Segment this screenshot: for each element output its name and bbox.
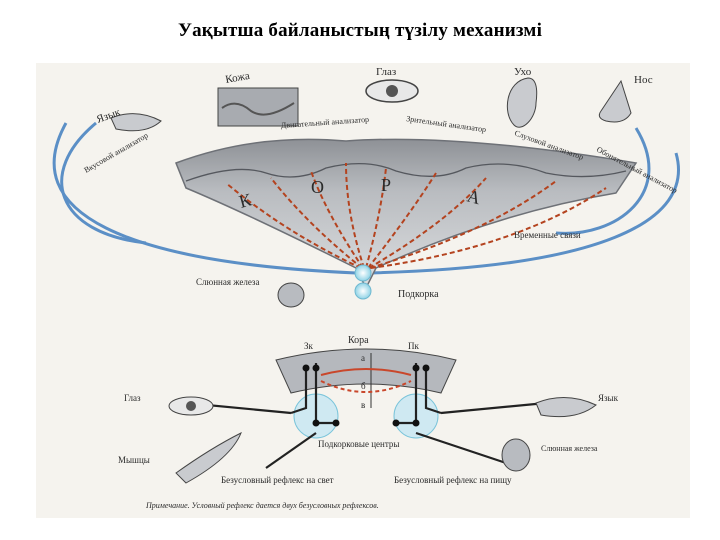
bottom-cortex-band	[275, 348, 457, 394]
skin-image	[217, 87, 299, 127]
nose-icon	[598, 79, 632, 123]
label-salivary: Слюнная железа	[196, 277, 259, 287]
bottom-label-subcortical: Подкорковые центры	[318, 439, 399, 449]
bottom-label-tongue: Язык	[598, 393, 619, 403]
cortex-letter-a: А	[465, 186, 483, 209]
blue-arc-right	[365, 152, 680, 275]
bottom-label-muscle: Мышцы	[118, 455, 150, 465]
neuron-dots	[302, 364, 430, 427]
bottom-label-reflex-light: Безусловный рефлекс на свет	[221, 475, 334, 485]
tongue-icon	[110, 113, 162, 132]
label-taste: Вкусовой анализатор	[83, 131, 150, 175]
bottom-label-reflex-food: Безусловный рефлекс на пищу	[394, 475, 512, 485]
conditioned-reflex-diagram: К О Р А Кожа Глаз Ухо Нос Язык Двигатель…	[36, 63, 690, 518]
cortex-letter-r: Р	[381, 175, 391, 195]
label-temporary-links: Временные связи	[514, 230, 581, 240]
bottom-label-a: а	[361, 353, 365, 363]
blue-arc-left	[52, 122, 357, 275]
bottom-tongue-icon	[535, 397, 597, 418]
bottom-label-zk: Зк	[304, 341, 314, 351]
blue-arc-right2	[555, 127, 651, 235]
bottom-label-pk: Пк	[408, 341, 419, 351]
diagram-svg: К О Р А Кожа Глаз Ухо Нос Язык Двигатель…	[52, 66, 680, 510]
label-visual: Зрительный анализатор	[406, 114, 487, 134]
cortex-gyri	[185, 163, 627, 182]
bottom-note: Примечание. Условный рефлекс дается двух…	[145, 501, 379, 510]
muscle-icon	[175, 431, 242, 484]
bottom-label-eye: Глаз	[124, 393, 141, 403]
link-a	[320, 368, 412, 376]
cortex-fan	[175, 138, 638, 290]
bottom-label-salivary: Слюнная железа	[541, 444, 598, 453]
label-nose: Нос	[634, 74, 653, 86]
label-subcortex: Подкорка	[398, 289, 439, 300]
link-b	[320, 380, 412, 393]
subcortex-node-bottom	[354, 282, 372, 300]
bottom-label-v: в	[361, 400, 365, 410]
label-skin: Кожа	[224, 70, 250, 86]
salivary-gland-icon	[277, 282, 305, 308]
cortex-letter-o: О	[311, 177, 324, 197]
label-ear: Ухо	[514, 66, 532, 78]
bottom-label-cortex: Кора	[348, 335, 369, 346]
slide-title: Уақытша байланыстың түзілу механизмі	[177, 20, 543, 41]
subcortex-node-top	[354, 264, 372, 282]
ear-icon	[506, 77, 538, 128]
radiating-paths	[225, 162, 607, 269]
bottom-salivary-icon	[501, 438, 531, 472]
label-eye: Глаз	[376, 66, 396, 78]
bottom-label-b: б	[361, 381, 366, 391]
